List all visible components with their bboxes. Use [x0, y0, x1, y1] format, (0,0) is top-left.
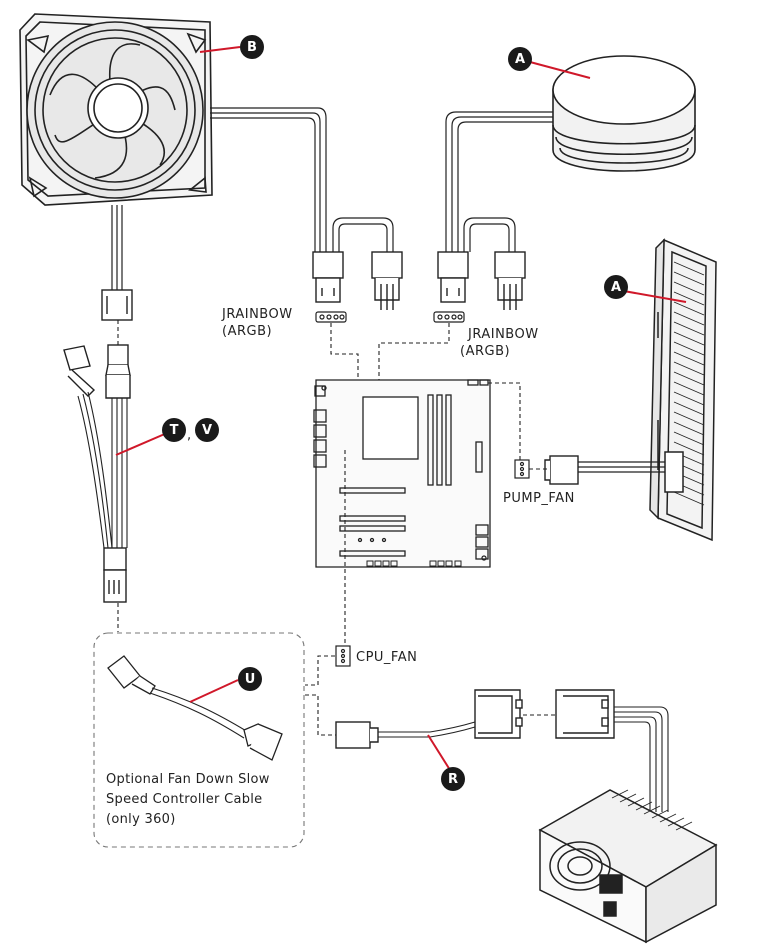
splitter-cable	[63, 344, 131, 603]
pump-fan-connector	[544, 455, 579, 485]
callout-lines	[115, 46, 687, 771]
callout-badge-splitter-v: V	[195, 418, 219, 442]
jrainbow-connectors-left	[312, 251, 403, 310]
note-line-3: (only 360)	[106, 812, 176, 827]
argb-right-label: (ARGB)	[460, 344, 511, 359]
fan-pwm-connector	[101, 289, 133, 321]
radiator-pump-cable	[578, 461, 665, 473]
psu-molex-connector	[555, 689, 669, 812]
callout-badge-pump: A	[508, 47, 532, 71]
pump-illustration	[552, 55, 696, 172]
cpu-fan-header	[335, 645, 351, 667]
callout-badge-slow-cable: U	[238, 667, 262, 691]
pump-argb-cable	[445, 111, 553, 252]
note-line-2: Speed Controller Cable	[106, 792, 263, 807]
optional-cable-note: Optional Fan Down Slow Speed Controller …	[106, 770, 270, 830]
psu-illustration	[538, 789, 718, 944]
jrainbow-connectors-right	[437, 251, 526, 310]
fan-argb-cable	[210, 107, 394, 252]
pump-fan-header	[514, 459, 530, 479]
psu-adapter-cable	[335, 689, 523, 749]
callout-badge-fan: B	[240, 35, 264, 59]
jrainbow-left-label: JRAINBOW	[222, 307, 293, 322]
callout-separator: ,	[187, 428, 192, 443]
radiator-illustration	[649, 238, 717, 542]
connection-dashed-lines	[117, 320, 556, 736]
pump-fan-label: PUMP_FAN	[503, 491, 575, 506]
optional-cable-box	[93, 632, 305, 848]
jrainbow-right-label: JRAINBOW	[468, 327, 539, 342]
jrainbow-header-right	[433, 311, 465, 323]
slow-cable-illustration	[107, 655, 283, 761]
argb-left-label: (ARGB)	[222, 324, 273, 339]
cpu-fan-label: CPU_FAN	[356, 650, 418, 665]
motherboard-illustration	[313, 379, 491, 568]
callout-badge-splitter-t: T	[162, 418, 186, 442]
note-line-1: Optional Fan Down Slow	[106, 772, 270, 787]
callout-badge-radiator: A	[604, 275, 628, 299]
jrainbow-header-left	[315, 311, 347, 323]
callout-badge-psu-adapter: R	[441, 767, 465, 791]
fan-illustration	[19, 13, 213, 206]
fan-pwm-cable	[111, 205, 123, 290]
